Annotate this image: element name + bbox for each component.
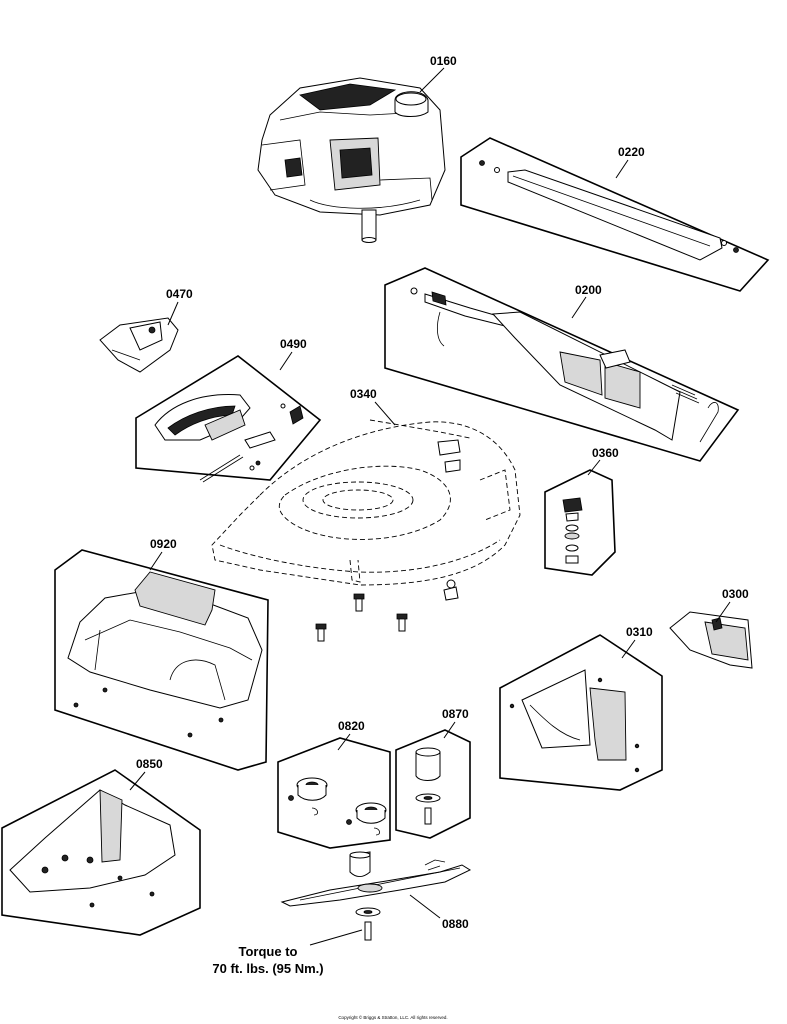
group-box-0850[interactable]: [1, 769, 201, 936]
torque-note-line2: 70 ft. lbs. (95 Nm.): [212, 961, 323, 976]
callout-0490: 0490: [280, 337, 307, 351]
leader-0820: [337, 733, 351, 751]
leader-torque: [309, 929, 363, 946]
discharge-door-part-0300[interactable]: [669, 611, 753, 669]
group-box-0220[interactable]: [460, 137, 770, 292]
leader-0920: [149, 551, 163, 571]
leader-0490: [279, 351, 293, 371]
engine-part-0160[interactable]: [257, 77, 446, 243]
callout-0310: 0310: [626, 625, 653, 639]
callout-0300: 0300: [722, 587, 749, 601]
callout-0470: 0470: [166, 287, 193, 301]
leader-0870: [443, 721, 456, 739]
deck-hardware: [315, 579, 459, 642]
callout-0200: 0200: [575, 283, 602, 297]
deck-part-0340[interactable]: [211, 419, 521, 586]
leader-0200: [571, 296, 587, 319]
group-box-0310[interactable]: [499, 634, 663, 791]
callout-0220: 0220: [618, 145, 645, 159]
group-box-0820[interactable]: [277, 737, 391, 849]
callout-0870: 0870: [442, 707, 469, 721]
leader-0360: [587, 459, 601, 476]
callout-0340: 0340: [350, 387, 377, 401]
group-box-0870[interactable]: [395, 729, 471, 839]
callout-0850: 0850: [136, 757, 163, 771]
group-box-0920[interactable]: [54, 549, 269, 771]
leader-0300: [715, 601, 731, 623]
callout-0820: 0820: [338, 719, 365, 733]
leader-0340: [374, 401, 396, 426]
callout-0920: 0920: [150, 537, 177, 551]
group-box-0200[interactable]: [384, 267, 740, 462]
leader-0160: [419, 67, 445, 93]
blade-part-0880[interactable]: [280, 851, 472, 941]
leader-0850: [129, 771, 146, 791]
group-box-0360[interactable]: [544, 469, 616, 576]
group-box-0490[interactable]: [135, 355, 322, 483]
callout-0160: 0160: [430, 54, 457, 68]
leader-0470: [167, 301, 179, 326]
torque-note-line1: Torque to: [239, 944, 298, 959]
callout-0360: 0360: [592, 446, 619, 460]
mulch-plug-part-0470[interactable]: [99, 317, 179, 373]
callout-0880: 0880: [442, 917, 469, 931]
copyright-text: Copyright © Briggs & Stratton, LLC. All …: [338, 1014, 447, 1020]
leader-0220: [615, 159, 629, 179]
leader-0880: [409, 894, 441, 919]
leader-0310: [621, 639, 636, 659]
